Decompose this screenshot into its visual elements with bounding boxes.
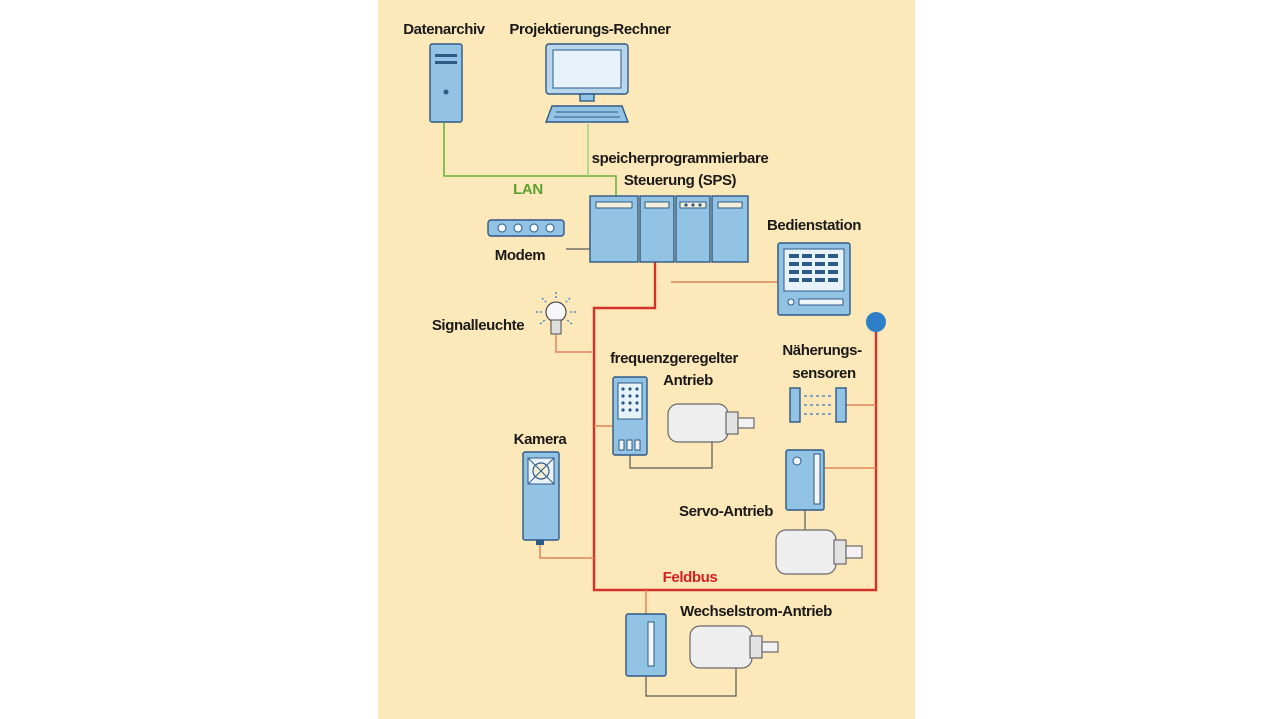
label-proximity-line2: sensoren xyxy=(792,365,856,382)
label-frequency-drive-line1: frequenzgeregelter xyxy=(610,350,738,367)
servo-controller xyxy=(785,449,825,530)
proximity-sensors xyxy=(789,387,847,423)
modem-device xyxy=(487,219,565,237)
operator-station xyxy=(777,242,851,316)
ac-drive-controller xyxy=(625,613,737,697)
label-proximity-line1: Näherungs- xyxy=(782,342,862,359)
engineering-computer xyxy=(544,43,630,123)
label-plc-line2: Steuerung (SPS) xyxy=(624,172,737,189)
fieldbus-terminator xyxy=(866,312,886,332)
label-engineering-computer: Projektierungs-Rechner xyxy=(509,21,671,38)
label-data-archive: Datenarchiv xyxy=(403,21,486,38)
data-archive-server xyxy=(429,43,463,123)
frequency-drive xyxy=(612,376,713,469)
lan-wiring xyxy=(443,123,617,196)
label-servo-drive: Servo-Antrieb xyxy=(679,503,773,520)
label-ac-drive: Wechselstrom-Antrieb xyxy=(680,603,832,620)
label-operator-station: Bedienstation xyxy=(767,217,861,234)
diagram-canvas: Datenarchiv Projektierungs-Rechner speic… xyxy=(403,21,886,697)
automation-network-diagram: Datenarchiv Projektierungs-Rechner speic… xyxy=(378,0,915,719)
signal-lamp xyxy=(536,292,576,335)
label-modem: Modem xyxy=(495,247,546,264)
label-plc-line1: speicherprogrammierbare xyxy=(592,150,769,167)
servo-motor xyxy=(775,529,863,575)
fieldbus-line xyxy=(592,262,878,592)
label-frequency-drive-line2: Antrieb xyxy=(663,372,713,389)
camera-device xyxy=(522,451,560,545)
label-fieldbus: Feldbus xyxy=(663,569,718,586)
ac-motor xyxy=(689,625,779,669)
plc-rack xyxy=(589,195,749,263)
label-lan: LAN xyxy=(513,181,543,198)
label-camera: Kamera xyxy=(514,431,568,448)
frequency-drive-motor xyxy=(667,403,755,443)
label-signal-lamp: Signalleuchte xyxy=(432,317,524,334)
